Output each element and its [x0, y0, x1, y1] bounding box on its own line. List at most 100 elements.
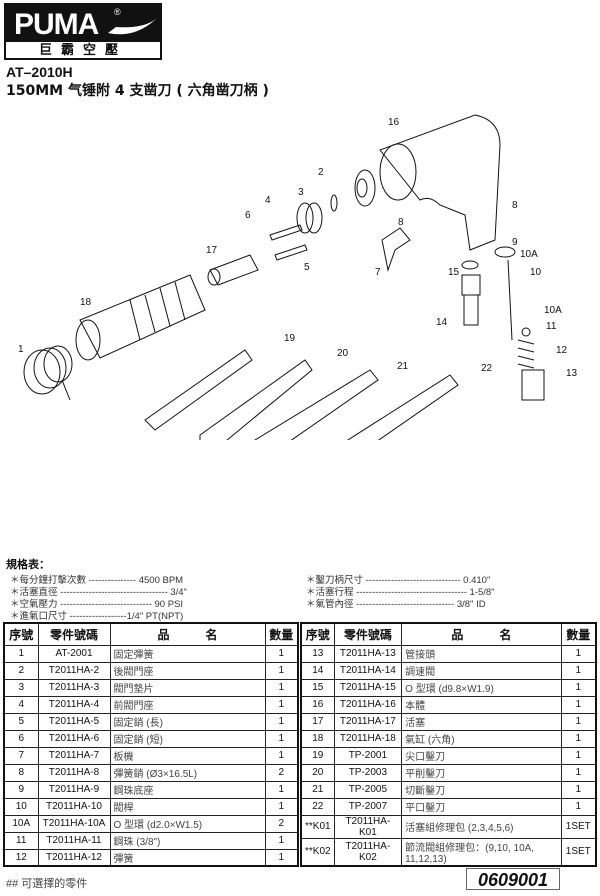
cell-name: 氣缸 (六角) — [401, 729, 562, 748]
spec-inlet-size: ＊進氣口尺寸 ------------------1/4" PT(NPT) — [10, 611, 184, 622]
cell-no: **K02 — [300, 837, 335, 866]
model-number: AT–2010H — [6, 64, 73, 80]
callout-label: 19 — [284, 333, 296, 344]
cell-part-no: T2011HA-12 — [37, 848, 111, 867]
o-ring-15 — [461, 260, 479, 270]
cell-part-no: AT-2001 — [37, 644, 111, 663]
spec-bpm: ＊每分鐘打擊次數 --------------- 4500 BPM — [10, 575, 184, 586]
cell-no: 19 — [300, 746, 335, 765]
cell-part-no: T2011HA-18 — [333, 729, 403, 748]
spec-piston-stroke: ＊活塞行程 ----------------------------------… — [306, 587, 495, 598]
speed-valve-14 — [461, 274, 481, 326]
cell-name: 管接頭 — [401, 644, 562, 663]
cell-name: 活塞 — [401, 712, 562, 731]
cell-no: 4 — [3, 695, 39, 714]
cell-part-no: T2011HA-6 — [37, 729, 111, 748]
callout-label: 11 — [546, 321, 557, 332]
cell-no: 10 — [3, 797, 39, 816]
cell-name: 鋼珠 (3/8") — [109, 831, 266, 850]
header-part-no: 零件號碼 — [333, 622, 403, 646]
gasket-3 — [330, 194, 338, 212]
cell-part-no: T2011HA-14 — [333, 661, 403, 680]
cell-part-no: TP-2005 — [333, 780, 403, 799]
header-no: 序號 — [300, 622, 335, 646]
cell-part-no: T2011HA-10A — [37, 814, 111, 833]
cell-part-no: T2011HA-11 — [37, 831, 111, 850]
cell-part-no: T2011HA-3 — [37, 678, 111, 697]
callout-label: 17 — [206, 245, 218, 256]
cell-no: 7 — [3, 746, 39, 765]
valve-stem-10 — [507, 259, 513, 341]
spring-1 — [23, 345, 73, 401]
logo-subtitle: 巨霸空壓 — [38, 43, 127, 58]
callout-label: 3 — [298, 187, 304, 198]
cell-name: 尖口鑿刀 — [401, 746, 562, 765]
callout-label: 6 — [245, 210, 251, 221]
cell-name: O 型環 (d9.8×W1.9) — [401, 678, 562, 697]
callout-label: 21 — [397, 361, 409, 372]
ball-11 — [521, 327, 531, 337]
spec-shank-size: ＊鑿刀柄尺寸 ------------------------------ 0.… — [306, 575, 491, 586]
chisel-20 — [199, 359, 313, 440]
cell-name: 閥桿 — [109, 797, 266, 816]
spec-air-pressure: ＊空氣壓力 ----------------------------- 90 P… — [10, 599, 184, 610]
spec-heading: 規格表： — [6, 558, 50, 571]
front-valve-seat-4 — [296, 202, 323, 234]
valve-seat-2 — [354, 169, 376, 207]
cell-part-no: T2011HA-5 — [37, 712, 111, 731]
cell-no: 15 — [300, 678, 335, 697]
cell-name: O 型環 (d2.0×W1.5) — [109, 814, 266, 833]
callout-label: 7 — [375, 267, 381, 278]
cell-name: 板機 — [109, 746, 266, 765]
cell-no: **K01 — [300, 814, 335, 839]
cell-part-no: T2011HA-13 — [333, 644, 403, 663]
spec-hose-id: ＊氣管內徑 ------------------------------- 3/… — [306, 599, 486, 610]
cell-part-no: TP-2007 — [333, 797, 403, 816]
header-name: 品 名 — [109, 622, 266, 646]
callout-label: 13 — [566, 368, 578, 379]
cell-name: 閥門墊片 — [109, 678, 266, 697]
cell-qty: 1 — [264, 729, 299, 748]
cell-name: 後閥門座 — [109, 661, 266, 680]
header-name: 品 名 — [401, 622, 562, 646]
body-16 — [379, 114, 501, 251]
cell-name: 固定銷 (長) — [109, 712, 266, 731]
puma-logo: PUMA ® 巨霸空壓 — [4, 3, 162, 60]
logo-brand: PUMA — [14, 8, 99, 41]
callout-label: 10A — [544, 305, 562, 316]
cell-part-no: T2011HA-K01 — [333, 814, 403, 839]
fitting-13 — [521, 369, 545, 401]
cell-no: 3 — [3, 678, 39, 697]
cell-qty: 1 — [560, 763, 597, 782]
callout-label: 2 — [318, 167, 324, 178]
cell-qty: 1 — [560, 797, 597, 816]
cell-qty: 1 — [560, 780, 597, 799]
cell-part-no: T2011HA-8 — [37, 763, 111, 782]
cell-no: 14 — [300, 661, 335, 680]
cell-no: 10A — [3, 814, 39, 833]
cell-part-no: TP-2001 — [333, 746, 403, 765]
cell-qty: 1 — [560, 729, 597, 748]
chisel-21 — [254, 369, 379, 440]
header-qty: 數量 — [560, 622, 597, 646]
cell-part-no: T2011HA-7 — [37, 746, 111, 765]
cell-qty: 1 — [264, 712, 299, 731]
ball-seat-9 — [494, 246, 516, 258]
cell-qty: 2 — [264, 814, 299, 833]
cell-name: 調速閥 — [401, 661, 562, 680]
cell-no: 5 — [3, 712, 39, 731]
cell-no: 21 — [300, 780, 335, 799]
